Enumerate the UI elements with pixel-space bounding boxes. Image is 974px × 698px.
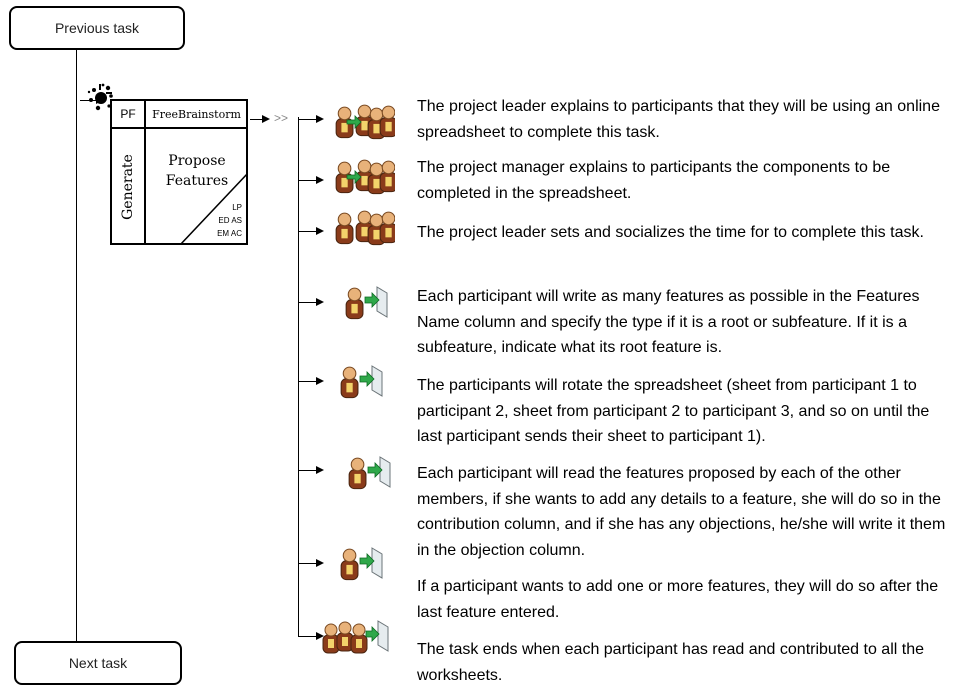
group-icon: [333, 206, 398, 246]
step-arrow-line: [299, 563, 317, 564]
step-arrowhead: [316, 227, 324, 235]
person-document-icon: [338, 362, 386, 400]
step-arrow-line: [299, 302, 317, 303]
group-presenting-icon: [333, 155, 398, 195]
card-divider-h: [112, 127, 248, 129]
step-arrowhead: [316, 632, 324, 640]
activity-roles-line2: ED AS: [218, 216, 242, 225]
step-arrowhead: [316, 176, 324, 184]
card-connector-arrowhead: [262, 115, 270, 123]
flow-line: [76, 48, 77, 641]
step-arrow-line: [299, 381, 317, 382]
entry-arrow-line: [80, 100, 98, 101]
step-arrow-line: [299, 180, 317, 181]
step-arrowhead: [316, 466, 324, 474]
activity-name-line2: Features: [165, 173, 229, 189]
step-text: The task ends when each participant has …: [417, 641, 924, 684]
step-text: The participants will rotate the spreads…: [417, 377, 930, 445]
next-task-box[interactable]: Next task: [14, 641, 182, 685]
roles-diagonal: [180, 173, 248, 245]
step-arrowhead: [316, 115, 324, 123]
card-connector-line: [250, 119, 263, 120]
group-presenting-icon: [333, 100, 398, 140]
activity-roles-line1: LP: [232, 203, 242, 212]
step-text: Each participant will write as many feat…: [417, 288, 920, 356]
connector-symbol: >>: [274, 111, 289, 125]
person-document-icon: [346, 453, 394, 491]
activity-phase: Generate: [120, 154, 136, 220]
group-document-icon: [320, 615, 392, 655]
person-document-icon: [338, 544, 386, 582]
previous-task-label: Previous task: [54, 20, 140, 36]
activity-roles-line3: EM AC: [217, 229, 242, 238]
step-arrowhead: [316, 559, 324, 567]
steps-bracket-line: [298, 117, 299, 637]
next-task-label: Next task: [68, 655, 128, 671]
step-text: The project leader explains to participa…: [417, 98, 940, 141]
activity-name-line1: Propose: [168, 153, 226, 169]
step-arrow-line: [299, 231, 317, 232]
step-arrowhead: [316, 377, 324, 385]
person-document-icon: [343, 283, 391, 321]
activity-code: PF: [120, 107, 136, 121]
start-burst-icon: [87, 83, 115, 111]
previous-task-box[interactable]: Previous task: [9, 6, 185, 50]
card-divider-v: [144, 101, 146, 245]
step-text: The project manager explains to particip…: [417, 159, 891, 202]
step-text: Each participant will read the features …: [417, 465, 946, 559]
step-arrow-line: [299, 636, 317, 637]
step-arrowhead: [316, 298, 324, 306]
step-text: If a participant wants to add one or mor…: [417, 578, 939, 621]
activity-card[interactable]: PF FreeBrainstorm Generate Propose Featu…: [110, 99, 248, 245]
step-text: The project leader sets and socializes t…: [417, 224, 924, 241]
step-arrow-line: [299, 470, 317, 471]
activity-technique: FreeBrainstorm: [152, 107, 241, 121]
step-arrow-line: [299, 119, 317, 120]
